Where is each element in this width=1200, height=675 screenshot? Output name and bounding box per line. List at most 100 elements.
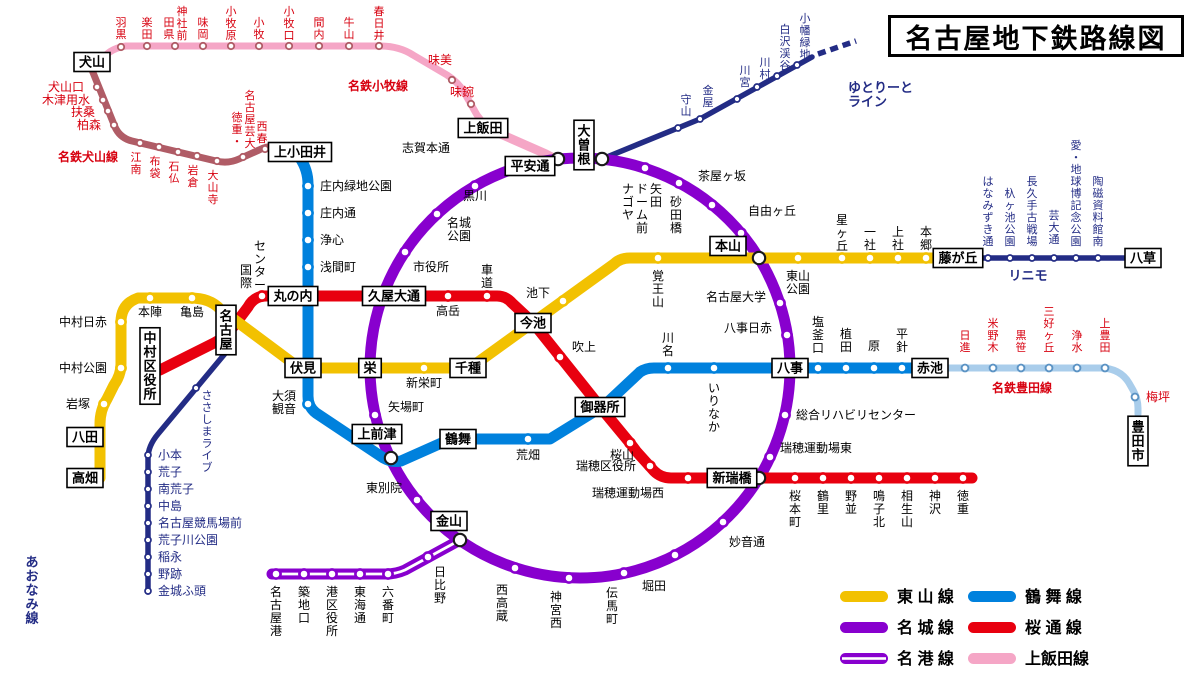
- interchange-box[interactable]: [215, 304, 237, 356]
- station-dot[interactable]: [988, 363, 998, 373]
- station-dot[interactable]: [717, 516, 729, 528]
- station-dot[interactable]: [773, 72, 781, 80]
- station-dot[interactable]: [812, 362, 824, 374]
- station-dot[interactable]: [238, 152, 248, 162]
- station-dot[interactable]: [1072, 254, 1080, 262]
- station-dot[interactable]: [708, 362, 720, 374]
- station-dot[interactable]: [466, 99, 476, 109]
- station-dot[interactable]: [920, 252, 932, 264]
- station-dot[interactable]: [901, 472, 913, 484]
- station-dot[interactable]: [256, 290, 268, 302]
- interchange-box[interactable]: [73, 51, 111, 73]
- station-dot[interactable]: [382, 568, 394, 580]
- station-dot[interactable]: [447, 75, 457, 85]
- station-dot[interactable]: [696, 115, 704, 123]
- station-dot[interactable]: [864, 252, 876, 264]
- station-dot[interactable]: [284, 41, 294, 51]
- station-dot[interactable]: [682, 472, 694, 484]
- station-dot[interactable]: [326, 568, 338, 580]
- station-dot[interactable]: [192, 151, 202, 161]
- interchange-box[interactable]: [267, 285, 319, 307]
- interchange-box[interactable]: [267, 141, 333, 163]
- station-dot[interactable]: [144, 292, 156, 304]
- station-dot[interactable]: [442, 290, 454, 302]
- station-dot[interactable]: [144, 519, 152, 527]
- station-dot[interactable]: [618, 567, 630, 579]
- interchange-box[interactable]: [66, 426, 104, 448]
- station-dot[interactable]: [144, 502, 152, 510]
- station-dot[interactable]: [314, 41, 324, 51]
- station-dot[interactable]: [481, 290, 493, 302]
- interchange-box[interactable]: [504, 155, 556, 177]
- station-dot[interactable]: [298, 568, 310, 580]
- station-dot[interactable]: [144, 570, 152, 578]
- station-dot[interactable]: [845, 472, 857, 484]
- station-dot[interactable]: [173, 147, 183, 157]
- station-dot[interactable]: [469, 180, 481, 192]
- station-dot[interactable]: [522, 433, 534, 445]
- junction-dot[interactable]: [751, 250, 767, 266]
- station-dot[interactable]: [302, 398, 314, 410]
- interchange-box[interactable]: [66, 467, 104, 489]
- station-dot[interactable]: [674, 124, 682, 132]
- station-dot[interactable]: [706, 199, 718, 211]
- station-dot[interactable]: [779, 409, 791, 421]
- station-dot[interactable]: [639, 162, 651, 174]
- station-dot[interactable]: [186, 292, 198, 304]
- station-dot[interactable]: [774, 297, 786, 309]
- station-dot[interactable]: [154, 142, 164, 152]
- station-dot[interactable]: [374, 41, 384, 51]
- station-dot[interactable]: [270, 568, 282, 580]
- station-dot[interactable]: [103, 106, 113, 116]
- station-dot[interactable]: [1044, 363, 1054, 373]
- station-dot[interactable]: [1072, 363, 1082, 373]
- station-dot[interactable]: [817, 472, 829, 484]
- station-dot[interactable]: [198, 41, 208, 51]
- station-dot[interactable]: [957, 472, 969, 484]
- interchange-box[interactable]: [574, 396, 626, 418]
- station-dot[interactable]: [1130, 392, 1140, 402]
- interchange-box[interactable]: [449, 357, 487, 379]
- station-dot[interactable]: [142, 41, 152, 51]
- station-dot[interactable]: [144, 451, 152, 459]
- interchange-box[interactable]: [706, 467, 758, 489]
- station-dot[interactable]: [226, 41, 236, 51]
- station-dot[interactable]: [557, 295, 569, 307]
- interchange-box[interactable]: [439, 428, 477, 450]
- station-dot[interactable]: [192, 384, 200, 392]
- interchange-box[interactable]: [457, 117, 509, 139]
- station-dot[interactable]: [170, 41, 180, 51]
- station-dot[interactable]: [753, 83, 761, 91]
- station-dot[interactable]: [554, 351, 566, 363]
- interchange-box[interactable]: [932, 247, 984, 269]
- interchange-box[interactable]: [911, 357, 949, 379]
- interchange-box[interactable]: [284, 357, 322, 379]
- station-dot[interactable]: [1006, 254, 1014, 262]
- station-dot[interactable]: [793, 61, 801, 69]
- station-dot[interactable]: [892, 252, 904, 264]
- station-dot[interactable]: [669, 549, 681, 561]
- station-dot[interactable]: [673, 177, 685, 189]
- interchange-box[interactable]: [771, 357, 809, 379]
- station-dot[interactable]: [792, 252, 804, 264]
- station-dot[interactable]: [92, 82, 102, 92]
- station-dot[interactable]: [302, 261, 314, 273]
- interchange-box[interactable]: [361, 285, 427, 307]
- interchange-box[interactable]: [351, 423, 403, 445]
- station-dot[interactable]: [896, 362, 908, 374]
- station-dot[interactable]: [115, 316, 127, 328]
- interchange-box[interactable]: [514, 312, 552, 334]
- station-dot[interactable]: [418, 362, 430, 374]
- station-dot[interactable]: [254, 41, 264, 51]
- station-dot[interactable]: [109, 120, 119, 130]
- station-dot[interactable]: [840, 362, 852, 374]
- station-dot[interactable]: [302, 207, 314, 219]
- station-dot[interactable]: [652, 252, 664, 264]
- station-dot[interactable]: [1094, 254, 1102, 262]
- station-dot[interactable]: [644, 460, 656, 472]
- station-dot[interactable]: [431, 208, 443, 220]
- station-dot[interactable]: [868, 362, 880, 374]
- interchange-box[interactable]: [139, 326, 161, 406]
- station-dot[interactable]: [960, 363, 970, 373]
- station-dot[interactable]: [509, 562, 521, 574]
